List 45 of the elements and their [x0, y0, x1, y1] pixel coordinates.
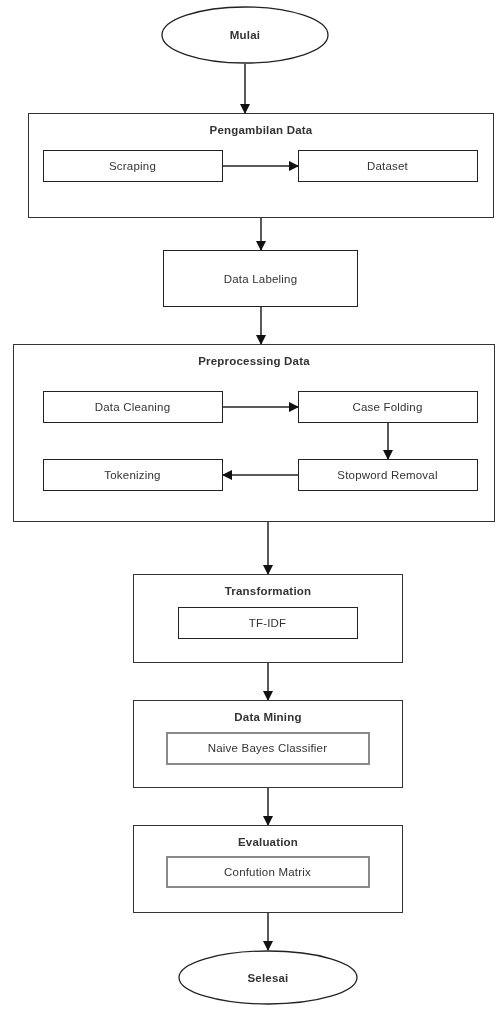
process-box [42, 458, 223, 491]
process-box [297, 458, 478, 491]
step-label: Tokenizing [104, 468, 161, 481]
step-label: Mulai [229, 29, 261, 41]
step-label: Stopword Removal [337, 468, 438, 481]
arrow [262, 662, 274, 702]
arrow [222, 401, 300, 413]
arrow [255, 306, 267, 346]
arrow [262, 787, 274, 827]
arrow [382, 422, 394, 461]
process-box [297, 390, 478, 423]
stage-box [133, 574, 403, 663]
arrow [262, 521, 274, 576]
stage-title: Evaluation [237, 836, 299, 848]
stage-title: Pengambilan Data [209, 124, 313, 136]
step-label: Data Cleaning [94, 400, 171, 413]
step-label: Selesai [247, 971, 289, 984]
step-label: Case Folding [352, 400, 423, 413]
process-box [42, 149, 223, 182]
arrow [239, 63, 251, 115]
stage-box [133, 700, 403, 788]
step-label: Naive Bayes Classifier [207, 742, 328, 754]
process-box [165, 855, 370, 888]
step-label: Confution Matrix [224, 865, 311, 878]
stage-title: Data Mining [234, 711, 302, 723]
step-label: Data Labeling [223, 272, 298, 285]
arrow [222, 160, 300, 172]
stage-title: Preprocessing Data [198, 355, 310, 367]
terminal-ellipse [161, 6, 329, 64]
arrow [255, 217, 267, 252]
step-label: Dataset [366, 159, 408, 172]
arrow [221, 469, 299, 481]
arrow [262, 912, 274, 952]
process-box [165, 731, 370, 765]
step-label: Scraping [109, 159, 156, 172]
terminal-ellipse [178, 950, 358, 1005]
process-box [297, 149, 478, 182]
process-box [177, 606, 358, 639]
stage-box [133, 825, 403, 913]
stage-title: Transformation [224, 585, 312, 597]
process-box [163, 250, 358, 307]
stage-box [28, 113, 494, 218]
stage-box [13, 344, 495, 522]
step-label: TF-IDF [248, 616, 287, 629]
process-box [42, 390, 223, 423]
